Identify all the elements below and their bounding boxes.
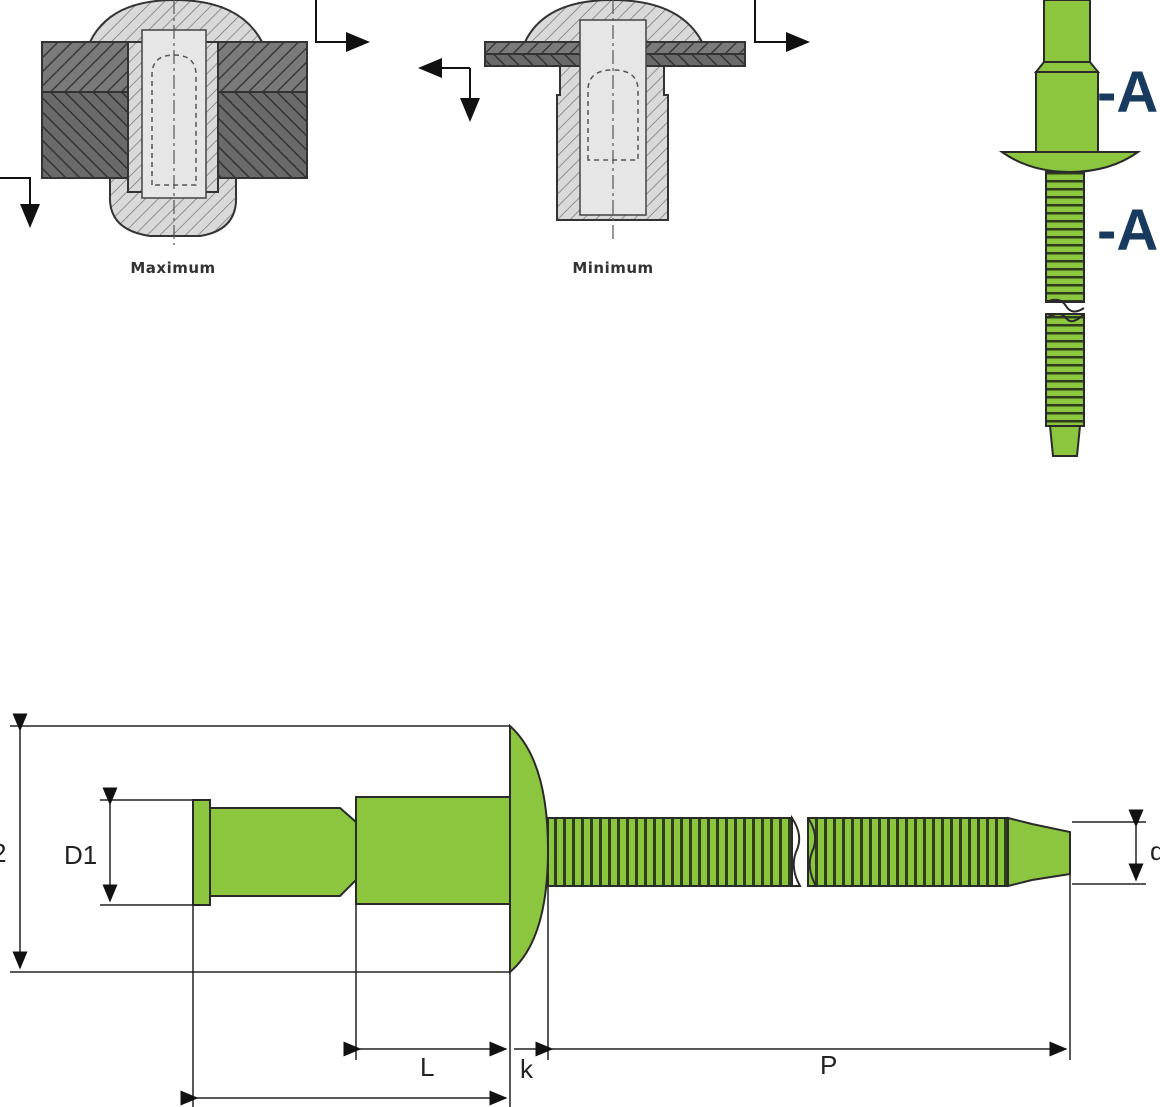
d2-label: 2 (0, 838, 6, 868)
pin-tip (1048, 425, 1082, 457)
product-code-lower: -A (1097, 198, 1158, 263)
sleeve-body (1035, 71, 1099, 153)
pin-tip (1007, 816, 1071, 888)
break-line-lower (1045, 313, 1085, 323)
ribbed-pin-upper (1045, 171, 1085, 303)
rivet-head-dome (509, 723, 550, 975)
rivet-head (88, 0, 264, 43)
pin-top (1043, 0, 1091, 63)
break-line-upper (1045, 298, 1085, 313)
minimum-caption: Minimum (572, 259, 653, 277)
d1-label: D1 (64, 840, 97, 870)
ribbed-pin-left (547, 817, 793, 887)
minimum-grip-figure: Minimum (418, 0, 810, 277)
head-label: k (520, 1054, 534, 1084)
maximum-caption: Maximum (130, 259, 215, 277)
sleeve-body (355, 796, 511, 905)
pin-label: P (820, 1050, 837, 1080)
force-arrow-right (315, 0, 370, 52)
vertical-rivet-figure: -A -A (998, 0, 1158, 457)
length-label: L (420, 1052, 434, 1082)
ribbed-pin-lower (1045, 313, 1085, 427)
ribbed-pin-right (807, 817, 1009, 887)
maximum-grip-figure: Maximum (0, 0, 370, 277)
rivet-head-flange (998, 151, 1142, 174)
horizontal-rivet-figure: 2 D1 L k P d (0, 713, 1160, 1107)
product-code-upper: -A (1097, 60, 1158, 125)
d-label: d (1150, 836, 1160, 866)
force-arrow-right (754, 0, 810, 52)
break-line-right (807, 817, 817, 887)
break-line-left (791, 814, 802, 887)
pin-hidden-line (587, 69, 639, 161)
narrow-shank (209, 807, 357, 897)
pin-hidden-line (151, 54, 197, 186)
pin-collar (1033, 61, 1101, 73)
tail-flange (192, 799, 211, 906)
force-arrow-down (0, 177, 40, 228)
